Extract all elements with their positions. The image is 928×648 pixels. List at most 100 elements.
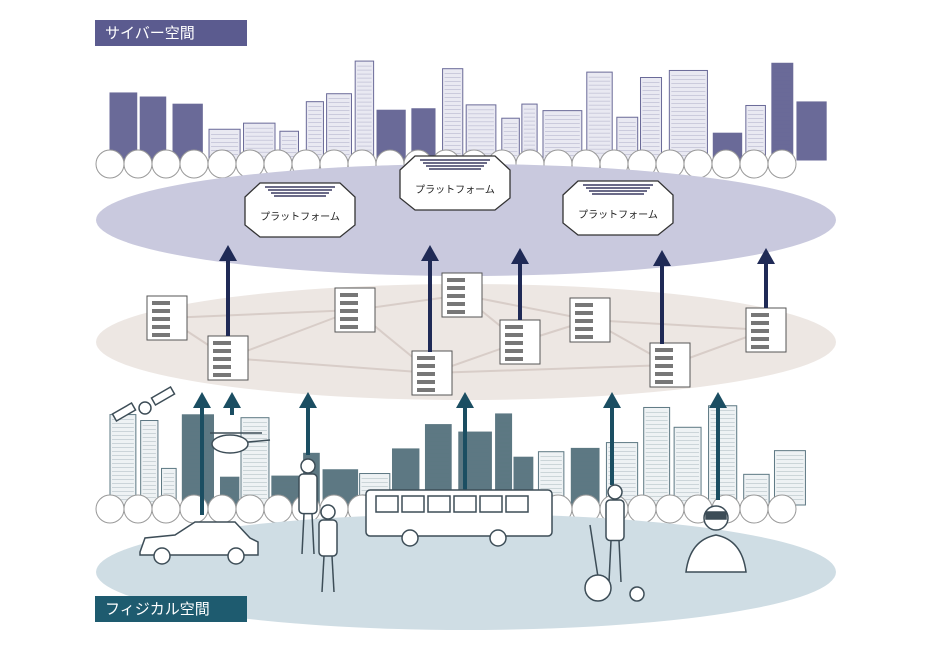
person-body [298, 473, 318, 515]
server-slot [417, 380, 435, 384]
server-slot [340, 301, 358, 305]
arrow-head [757, 248, 775, 264]
server-slot [152, 317, 170, 321]
person-body [605, 499, 625, 542]
server-slot [655, 380, 673, 384]
arrow-head [193, 392, 211, 408]
tree [739, 149, 769, 179]
server-slot [447, 278, 465, 282]
car-wheel [153, 547, 171, 565]
network-link [166, 309, 356, 319]
server-slot [655, 348, 673, 352]
server-slot [152, 309, 170, 313]
tree [263, 494, 293, 524]
building [109, 92, 138, 161]
server-slot [340, 325, 358, 329]
server-slot [340, 317, 358, 321]
building [354, 60, 375, 161]
person-leg [331, 555, 335, 593]
satellite-panel [150, 386, 176, 406]
building [140, 420, 159, 506]
person-leg [608, 540, 612, 583]
server-slot [751, 337, 769, 341]
server-slot [575, 303, 593, 307]
building [139, 96, 167, 161]
server-slot [505, 325, 523, 329]
platform-label: プラットフォーム [260, 211, 340, 223]
server-slot [213, 365, 231, 369]
upper-arrows [219, 245, 775, 352]
server-slot [447, 294, 465, 298]
tree [627, 494, 657, 524]
arrow-head [219, 245, 237, 261]
bus-wheel [489, 529, 507, 547]
server-slot [417, 356, 435, 360]
server-slot [447, 286, 465, 290]
arrow-head [299, 392, 317, 408]
tree [207, 149, 237, 179]
building [172, 103, 203, 161]
helicopter [211, 434, 249, 454]
tree [95, 149, 125, 179]
arrow-head [456, 392, 474, 408]
tree [151, 494, 181, 524]
server-slot [575, 311, 593, 315]
car [139, 521, 259, 556]
network-link [461, 294, 591, 321]
building [442, 68, 464, 161]
physical-space-layer [96, 514, 836, 630]
bus-window [505, 495, 529, 513]
arrow-head [709, 392, 727, 408]
server-slot [751, 321, 769, 325]
cyber-space-label: サイバー空間 [95, 20, 247, 46]
server-slot [447, 310, 465, 314]
server-slot [575, 327, 593, 331]
vr-goggles [705, 511, 727, 520]
tree [711, 149, 741, 179]
server-slot [417, 372, 435, 376]
satellite-body [138, 401, 152, 415]
person-leg [301, 513, 305, 555]
server-slot [751, 329, 769, 333]
server-slot [655, 356, 673, 360]
arrow-head [603, 392, 621, 408]
person-leg [311, 513, 315, 555]
building [673, 426, 702, 506]
lower-arrows [193, 392, 727, 515]
server-slot [417, 364, 435, 368]
tree [767, 494, 797, 524]
physical-space-label: フィジカル空間 [95, 596, 247, 622]
server-slot [505, 357, 523, 361]
tree [123, 149, 153, 179]
server-slot [655, 372, 673, 376]
satellite-panel [111, 402, 137, 422]
server-slot [152, 325, 170, 329]
arrow-head [223, 392, 241, 408]
platform-label: プラットフォーム [578, 209, 658, 221]
car-wheel [227, 547, 245, 565]
server-slot [447, 302, 465, 306]
server-slot [655, 364, 673, 368]
servers [146, 272, 787, 396]
server-slot [505, 349, 523, 353]
building [240, 417, 270, 506]
building [771, 62, 794, 161]
building [639, 77, 663, 161]
network-link [431, 364, 671, 374]
server-slot [751, 313, 769, 317]
server-slot [751, 345, 769, 349]
tree [207, 494, 237, 524]
server-slot [340, 293, 358, 297]
server-slot [575, 319, 593, 323]
server-slot [213, 349, 231, 353]
server-slot [340, 309, 358, 313]
person-head [320, 504, 336, 520]
bus-window [375, 495, 399, 513]
arrow-head [653, 250, 671, 266]
person-body [318, 519, 338, 557]
bus-window [427, 495, 451, 513]
tree [95, 494, 125, 524]
tree [767, 149, 797, 179]
network-link [227, 309, 356, 359]
